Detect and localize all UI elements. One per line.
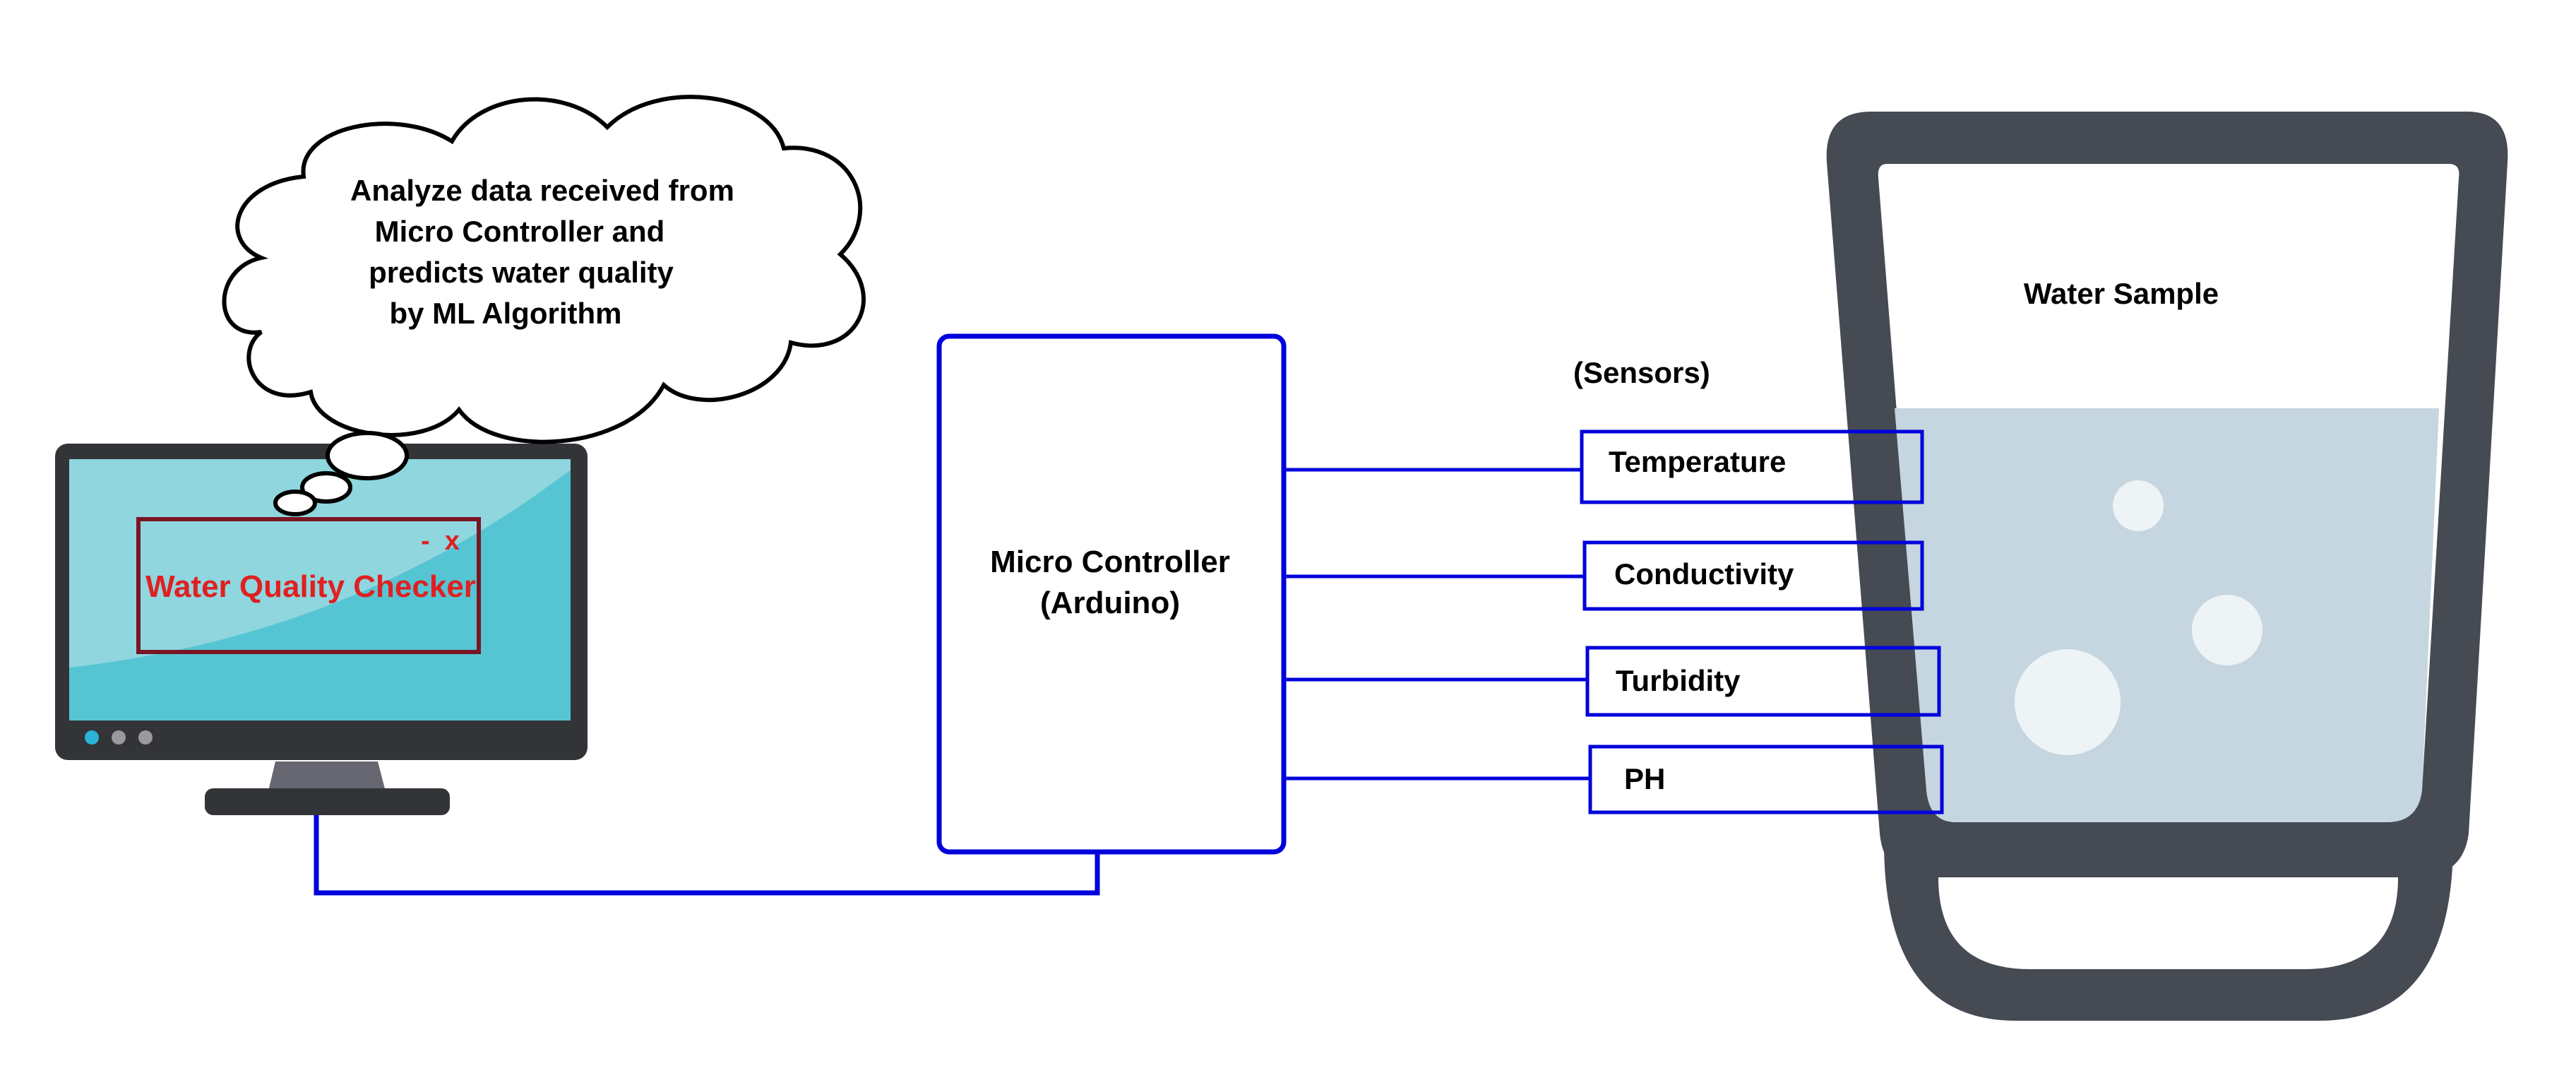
- sensor-box: [1582, 540, 1924, 611]
- app-window: [136, 517, 481, 654]
- monitor-screen-highlight: [69, 459, 571, 668]
- cloud-bubble-medium: [300, 471, 352, 504]
- cloud-text: Analyze data received from Micro Control…: [350, 174, 734, 330]
- cloud-shape: [222, 95, 866, 444]
- monitor-dot-blue: [85, 730, 99, 745]
- monitor-stand-base: [205, 788, 450, 815]
- sensor-label: Turbidity: [1616, 664, 1741, 697]
- sensor-box: [1588, 745, 1944, 814]
- microcontroller-label-line2: (Arduino): [1040, 586, 1180, 620]
- microcontroller-label-line1: Micro Controller: [990, 545, 1230, 579]
- sensor-label: PH: [1624, 762, 1665, 795]
- water-bubble-medium: [2192, 595, 2262, 665]
- cloud-line-3: predicts water quality: [369, 256, 674, 289]
- app-window-controls[interactable]: - x: [421, 526, 460, 556]
- sensor-box: [1580, 429, 1924, 504]
- app-window-title: Water Quality Checker: [145, 569, 476, 604]
- microcontroller-box: [936, 333, 1287, 855]
- water-bubble-small: [2113, 480, 2164, 531]
- sensor-box: [1585, 646, 1941, 717]
- sensor-conductivity: Conductivity: [1284, 540, 1924, 611]
- cloud-bubble-large: [326, 431, 409, 480]
- water-bubble-large: [2015, 649, 2121, 755]
- glass-water: [1895, 408, 2439, 822]
- cloud-line-1: Analyze data received from: [350, 174, 734, 207]
- sensor-turbidity: Turbidity: [1284, 646, 1941, 717]
- sensor-label: Conductivity: [1614, 557, 1794, 591]
- cloud-line-2: Micro Controller and: [375, 215, 665, 248]
- cloud-line-4: by ML Algorithm: [390, 297, 622, 330]
- monitor-to-mcu-cable: [314, 815, 1100, 896]
- cloud-icon: [222, 95, 866, 516]
- monitor-stand-neck: [267, 761, 387, 797]
- glass-icon: [1826, 112, 2508, 1021]
- glass-foot-inner: [1938, 877, 2398, 969]
- monitor-dot-grey-2: [138, 730, 153, 745]
- glass-label: Water Sample: [2024, 277, 2219, 310]
- cloud-bubble-small: [273, 490, 317, 516]
- monitor-dot-grey: [112, 730, 126, 745]
- sensor-temperature: Temperature: [1284, 429, 1924, 504]
- sensors-heading: (Sensors): [1573, 356, 1710, 389]
- sensor-ph: PH: [1284, 745, 1944, 814]
- sensor-label: Temperature: [1609, 445, 1786, 478]
